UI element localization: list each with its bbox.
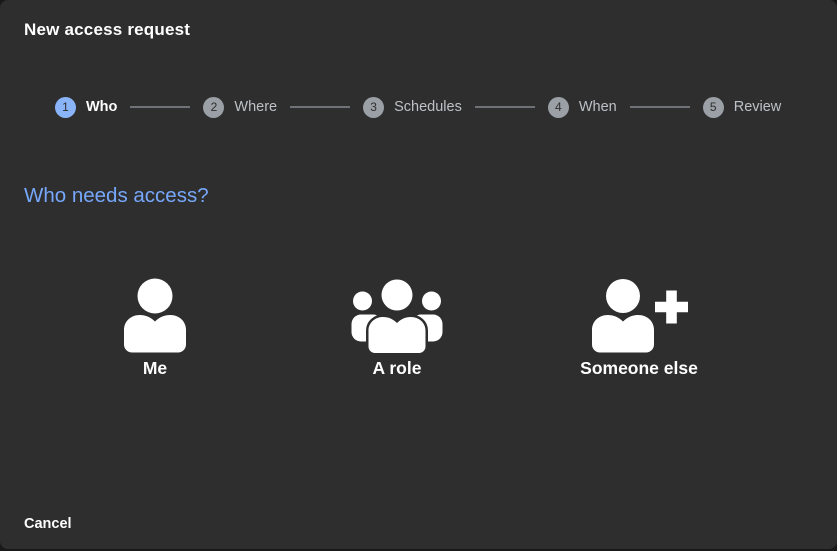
stepper-connector — [629, 106, 690, 108]
option-label: Someone else — [580, 358, 698, 378]
option-label: Me — [142, 358, 168, 378]
step-where: 2 Where — [203, 96, 278, 118]
step-who[interactable]: 1 Who — [55, 96, 118, 118]
stepper-connector — [290, 106, 351, 108]
step-label: Where — [234, 99, 278, 115]
step-review: 5 Review — [702, 96, 782, 118]
step-number-badge: 4 — [547, 96, 569, 118]
step-label: Who — [86, 99, 118, 115]
step-number-badge: 3 — [363, 96, 385, 118]
step-label: Review — [733, 99, 782, 115]
step-schedules: 3 Schedules — [363, 96, 462, 118]
option-a-role[interactable]: A role — [312, 278, 482, 379]
stepper-connector — [474, 106, 535, 108]
step-when: 4 When — [547, 96, 617, 118]
stepper: 1 Who 2 Where 3 Schedules 4 When 5 Revie… — [55, 96, 781, 118]
step-number-badge: 5 — [702, 96, 724, 118]
option-someone-else[interactable]: Someone else — [554, 278, 724, 379]
stepper-connector — [130, 106, 191, 108]
dialog-title: New access request — [24, 20, 191, 39]
cancel-button[interactable]: Cancel — [24, 512, 72, 536]
option-label: A role — [372, 358, 422, 378]
step-label: Schedules — [394, 99, 462, 115]
option-me[interactable]: Me — [70, 278, 240, 379]
step-number-badge: 1 — [55, 96, 76, 118]
person-icon — [123, 278, 187, 354]
step-number-badge: 2 — [203, 96, 225, 118]
question-heading: Who needs access? — [24, 184, 209, 207]
who-options: Me A role — [70, 278, 724, 379]
step-label: When — [578, 99, 617, 115]
group-icon — [351, 278, 443, 354]
person-add-icon — [590, 278, 688, 354]
